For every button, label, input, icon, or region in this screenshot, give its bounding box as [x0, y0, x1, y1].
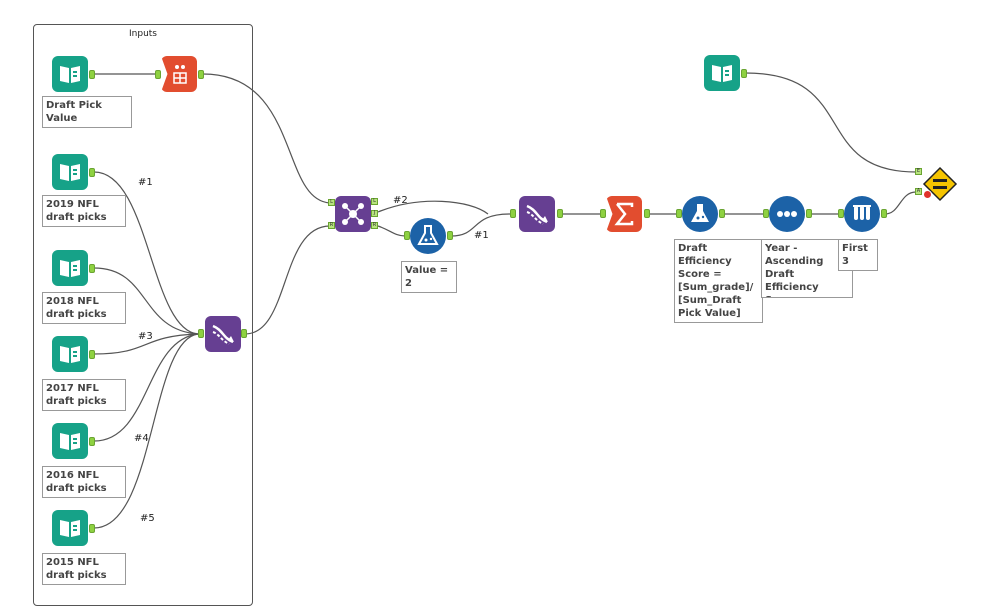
output-anchor[interactable]	[557, 209, 563, 218]
union-tool-2[interactable]	[519, 196, 555, 232]
book-icon	[60, 260, 80, 277]
input-anchor[interactable]	[838, 209, 844, 218]
output-anchor[interactable]	[89, 350, 95, 359]
annotation-filter: Value = 2	[401, 261, 457, 293]
output-anchor[interactable]	[644, 209, 650, 218]
wire-union-join	[244, 225, 331, 335]
sample-tool[interactable]	[844, 196, 880, 232]
input-2015[interactable]	[52, 510, 88, 546]
output-anchor[interactable]	[89, 70, 95, 79]
formula-tool[interactable]	[682, 196, 718, 232]
output-anchor[interactable]	[89, 437, 95, 446]
wire-2019-union	[93, 171, 199, 335]
output-anchor[interactable]	[89, 524, 95, 533]
wire-2016-union	[93, 333, 199, 442]
test-tool[interactable]	[922, 166, 958, 202]
dna-icon	[526, 204, 548, 225]
flask-icon	[691, 204, 709, 222]
annotation-draft-pick-value: Draft Pick Value	[42, 96, 132, 128]
input-anchor[interactable]	[763, 209, 769, 218]
output-anchor[interactable]	[806, 209, 812, 218]
dots-icon	[777, 211, 797, 217]
output-anchor[interactable]	[89, 168, 95, 177]
test-tubes-icon	[853, 205, 871, 220]
crosstab-icon	[173, 65, 187, 84]
annotation-formula: Draft Efficiency Score = [Sum_grade]/ [S…	[674, 239, 763, 323]
input-top-right[interactable]	[704, 55, 740, 91]
dna-icon	[212, 324, 234, 345]
book-icon	[60, 520, 80, 537]
wire-join-union2	[377, 200, 489, 215]
test-input-actual[interactable]: A	[915, 188, 922, 195]
annotation-sample: First 3	[838, 239, 878, 271]
flask-icon	[417, 225, 439, 245]
input-anchor[interactable]	[510, 209, 516, 218]
input-anchor[interactable]	[155, 70, 161, 79]
join-icon	[342, 203, 364, 225]
input-2016[interactable]	[52, 423, 88, 459]
join-input-left[interactable]: L	[328, 199, 335, 206]
crosstab-tool[interactable]	[161, 56, 197, 92]
wire-2017-union	[93, 333, 199, 355]
input-anchor[interactable]	[404, 231, 410, 240]
output-anchor[interactable]	[89, 264, 95, 273]
annotation-2015: 2015 NFL draft picks	[42, 553, 126, 585]
input-2018[interactable]	[52, 250, 88, 286]
output-anchor[interactable]	[447, 231, 453, 240]
error-indicator-icon	[923, 190, 932, 199]
join-input-right[interactable]: R	[328, 222, 335, 229]
output-anchor[interactable]	[719, 209, 725, 218]
join-output-right[interactable]: R	[371, 222, 378, 229]
equals-diamond-icon	[922, 166, 958, 202]
connection-label: #3	[138, 331, 153, 342]
annotation-2019: 2019 NFL draft picks	[42, 195, 126, 227]
input-2019[interactable]	[52, 154, 88, 190]
wire-crosstab-join	[202, 73, 331, 204]
input-anchor[interactable]	[600, 209, 606, 218]
wire-join-filter	[377, 225, 406, 237]
input-draft-pick-value[interactable]	[52, 56, 88, 92]
book-icon	[60, 66, 80, 83]
wire-input-test	[745, 72, 917, 173]
container-title: Inputs	[129, 29, 157, 39]
wire-2018-union	[93, 267, 199, 335]
book-icon	[712, 65, 732, 82]
join-tool[interactable]	[335, 196, 371, 232]
annotation-2018: 2018 NFL draft picks	[42, 292, 126, 324]
connection-label: #1	[474, 230, 489, 241]
output-anchor[interactable]	[198, 70, 204, 79]
sigma-icon	[614, 202, 634, 226]
sort-tool[interactable]	[769, 196, 805, 232]
join-output-left[interactable]: L	[371, 198, 378, 205]
input-2017[interactable]	[52, 336, 88, 372]
output-anchor[interactable]	[741, 69, 747, 78]
connection-label: #2	[393, 195, 408, 206]
test-input-expected[interactable]: E	[915, 168, 922, 175]
join-output-join[interactable]: J	[371, 210, 378, 217]
book-icon	[60, 433, 80, 450]
output-anchor[interactable]	[241, 329, 247, 338]
connection-label: #4	[134, 433, 149, 444]
wire-filter-union2	[450, 213, 511, 237]
input-anchor[interactable]	[198, 329, 204, 338]
annotation-sort: Year - Ascending Draft Efficiency Score …	[761, 239, 853, 298]
connection-label: #5	[140, 513, 155, 524]
annotation-2017: 2017 NFL draft picks	[42, 379, 126, 411]
connection-label: #1	[138, 177, 153, 188]
wire-sample-test	[884, 191, 917, 215]
filter-tool[interactable]	[410, 218, 446, 254]
output-anchor[interactable]	[881, 209, 887, 218]
input-anchor[interactable]	[676, 209, 682, 218]
book-icon	[60, 164, 80, 181]
book-icon	[60, 346, 80, 363]
wire-2015-union	[93, 333, 199, 529]
union-tool[interactable]	[205, 316, 241, 352]
annotation-2016: 2016 NFL draft picks	[42, 466, 126, 498]
